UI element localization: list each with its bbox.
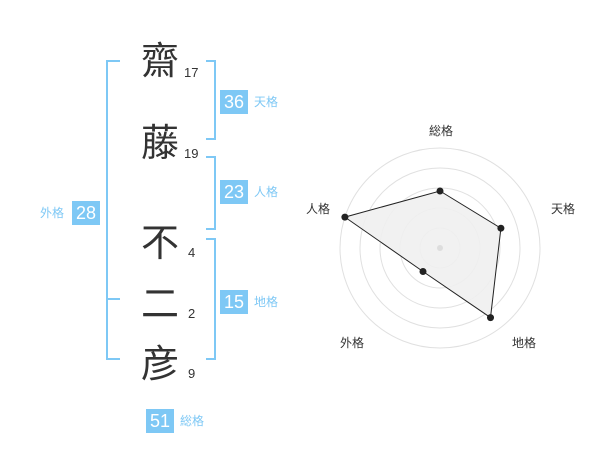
gaikaku-bracket-mid <box>106 298 120 300</box>
tenkaku-bracket-top <box>206 60 216 62</box>
name-char-2: 藤 <box>141 121 180 165</box>
name-char-5: 彦 <box>141 342 180 386</box>
soukaku-label: 総格 <box>180 414 205 428</box>
jinkaku-bracket-bottom <box>206 228 216 230</box>
radar-axis-label-chikaku: 地格 <box>512 335 536 350</box>
radar-point-2 <box>487 314 494 322</box>
radar-axis-label-soukaku: 総格 <box>429 123 453 138</box>
chikaku-bracket-bottom <box>206 358 216 360</box>
gaikaku-value-badge: 28 <box>72 201 100 225</box>
stroke-count-4: 2 <box>188 306 196 321</box>
radar-area <box>343 190 502 319</box>
name-char-1: 齋 <box>141 39 180 83</box>
stroke-count-2: 19 <box>184 146 199 161</box>
gaikaku-label: 外格 <box>40 206 65 220</box>
gaikaku-bracket-bottom <box>106 358 120 360</box>
radar-grid-ring <box>339 147 541 349</box>
stroke-count-5: 9 <box>188 366 196 381</box>
radar-grid-ring <box>359 167 521 329</box>
radar-point-4 <box>341 213 349 221</box>
tenkaku-bracket-vertical <box>214 60 216 140</box>
chikaku-bracket-top <box>206 238 216 240</box>
radar-point-1 <box>497 224 505 232</box>
chikaku-label: 地格 <box>254 295 279 309</box>
chikaku-bracket-vertical <box>214 238 216 360</box>
tenkaku-bracket-bottom <box>206 138 216 140</box>
name-char-3: 不 <box>141 221 180 265</box>
radar-center <box>437 245 443 251</box>
stroke-count-1: 17 <box>184 65 199 80</box>
radar-axis-label-gaikaku: 外格 <box>340 335 364 350</box>
jinkaku-bracket-vertical <box>214 156 216 230</box>
stroke-count-3: 4 <box>188 245 196 260</box>
jinkaku-bracket-top <box>206 156 216 158</box>
jinkaku-label: 人格 <box>254 185 279 199</box>
radar-axis-label-jinkaku: 人格 <box>306 201 330 216</box>
radar-points <box>341 187 505 322</box>
soukaku-value-badge: 51 <box>146 409 174 433</box>
chikaku-value-badge: 15 <box>220 290 248 314</box>
jinkaku-value-badge: 23 <box>220 180 248 204</box>
radar-point-0 <box>436 187 444 195</box>
gaikaku-bracket-top <box>106 60 120 62</box>
gaikaku-bracket-vertical <box>106 60 108 360</box>
tenkaku-value-badge: 36 <box>220 90 248 114</box>
radar-point-3 <box>419 268 427 275</box>
radar-axis-label-tenkaku: 天格 <box>551 201 575 216</box>
name-char-4: 二 <box>141 282 180 326</box>
tenkaku-label: 天格 <box>254 95 279 109</box>
